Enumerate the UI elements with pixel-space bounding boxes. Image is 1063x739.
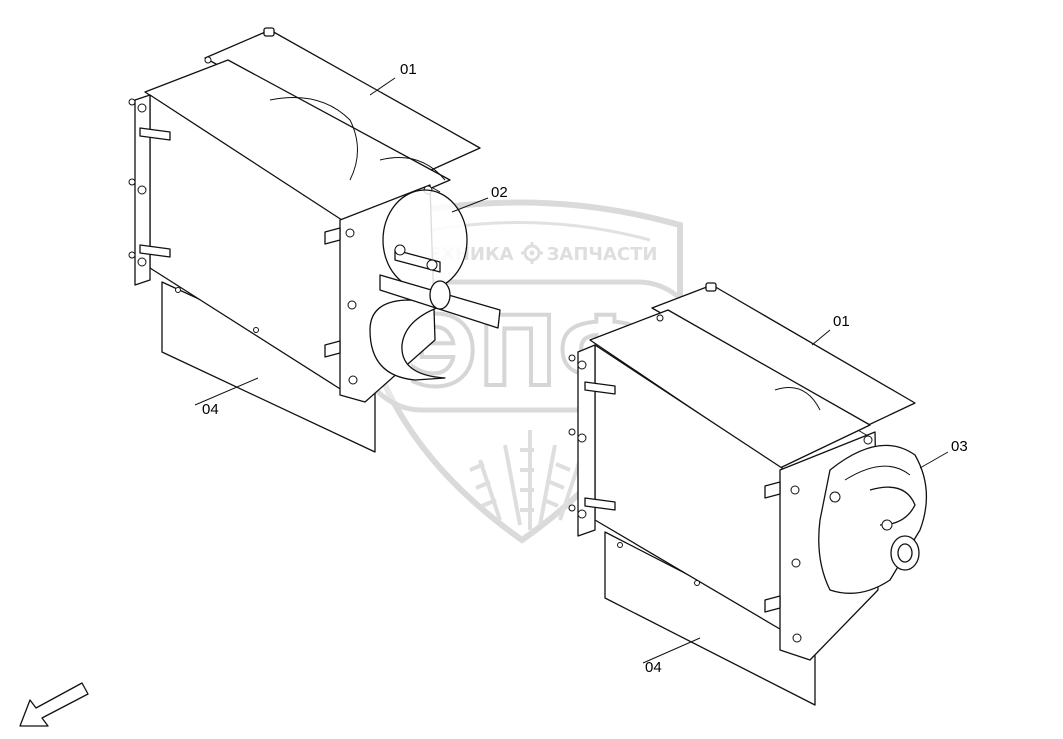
watermark-wheat: [469, 430, 582, 530]
callout-03: 03: [951, 438, 968, 455]
flange-strip-right: [577, 344, 596, 537]
gear-icon: [521, 242, 543, 264]
right-assembly: [568, 282, 949, 706]
callout-01-left: 01: [400, 61, 417, 78]
pulley-cover-03: [818, 444, 928, 594]
bolts-right-flange: [568, 314, 700, 586]
bolts-end-plate-right: [790, 435, 873, 643]
drive-component-02: [369, 189, 501, 381]
callout-01-right: 01: [833, 313, 850, 330]
watermark-text-right: ЗАПЧАСТИ: [547, 244, 658, 265]
left-assembly: [128, 27, 501, 453]
callout-04-right: 04: [645, 659, 662, 676]
callout-04-left: 04: [202, 401, 219, 418]
direction-arrow-icon: [19, 682, 89, 727]
bolts-left-flange: [128, 56, 212, 267]
callout-02: 02: [491, 184, 508, 201]
